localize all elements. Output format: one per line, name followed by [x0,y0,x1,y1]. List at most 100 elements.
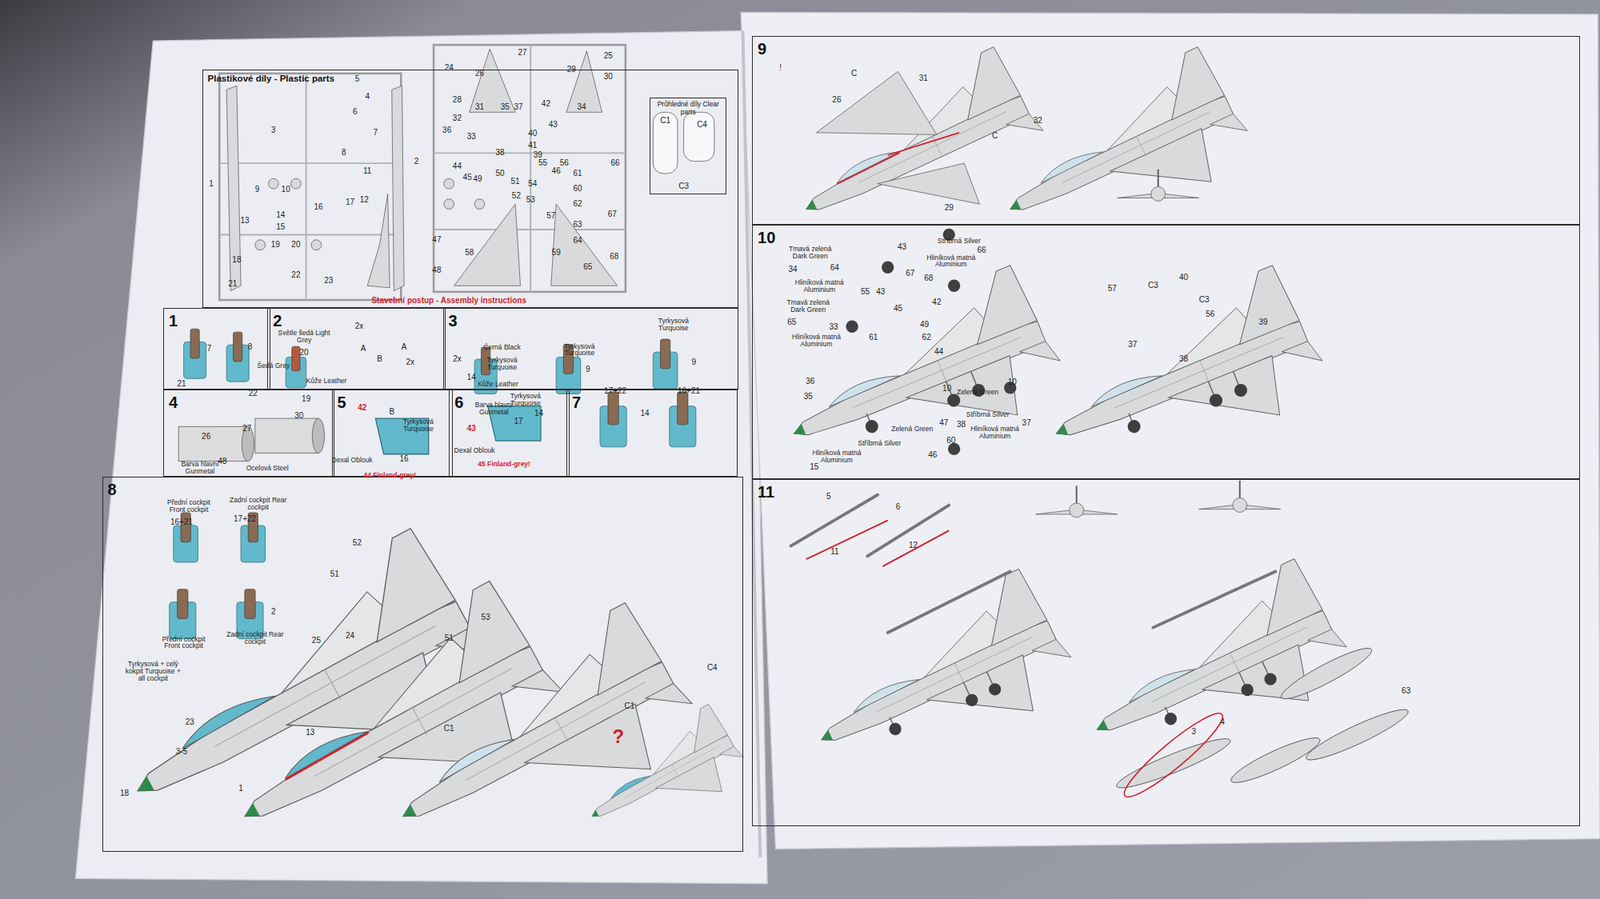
wheel [948,443,960,456]
callout-number: 33 [467,132,476,142]
paint-note: Stříbrná Silver [937,237,981,245]
paint-note: Přední cockpit Front cockpit [155,636,213,651]
callout-number: 32 [1033,116,1043,125]
clear-part [652,112,678,174]
stabilizer [1006,111,1044,144]
callout-number: 67 [608,210,617,220]
sprue-runner [433,228,626,231]
wheel-part [474,199,485,210]
callout-number: C3 [678,182,689,192]
glue-line [882,530,949,567]
intake-tube [255,418,319,453]
callout-number: 36 [805,377,815,387]
seat [652,339,678,389]
callout-number: 13 [240,216,250,225]
fuselage [815,619,1057,750]
tail-fin [337,525,456,642]
canopy [1036,145,1104,184]
callout-number: 43 [548,120,558,129]
wheel [1239,681,1256,698]
front-fin [1157,169,1160,188]
canopy [434,732,516,783]
glue-line [806,520,888,560]
gear-leg [1208,381,1214,396]
stabilizer [1210,111,1248,144]
wheel [845,320,858,333]
callout-number: 4 [364,92,370,102]
callout-number: 7 [373,128,379,138]
callout-number: 3-5 [176,748,188,757]
callout-number: C3 [1199,296,1210,305]
left-page [75,30,768,884]
callout-number: 13 [305,728,315,738]
wing [1110,128,1224,220]
aircraft [363,597,710,883]
paint-note: Tmavá zelená Dark Green [781,245,840,260]
callout-number: 63 [1401,686,1411,696]
callout-number: 1 [208,179,214,188]
callout-number: 64 [572,236,582,246]
callout-number: 65 [583,263,592,272]
canopy [832,145,900,184]
callout-number: 58 [464,248,474,258]
front-fuselage [1069,503,1084,518]
tail-fin [424,578,530,683]
paint-note: Zelená Green [891,424,933,432]
callout-number: 53 [481,612,491,622]
callout-number: 30 [604,72,613,81]
ejection-seat [233,332,243,362]
paint-note: Ocelová Steel [246,464,289,472]
paint-note: Tyrkysová Turquoise [644,317,703,332]
fuselage [236,644,544,828]
paint-note: Světle šedá Light Grey [275,329,333,344]
callout-number: 31 [919,74,928,84]
step-number: 10 [752,225,1580,250]
nose-cone [804,200,818,214]
callout-number: B [388,408,395,417]
panel-line [871,628,1039,724]
gear-leg [986,672,993,685]
wing-part [454,204,521,286]
panel-line [621,740,724,804]
callout-number: 43 [467,424,476,433]
callout-number: 17+22 [233,515,256,524]
paint-note: Hliníková matná Aluminium [790,279,848,294]
callout-number: 20 [291,240,300,250]
callout-number: 10 [942,384,952,394]
callout-number: 60 [946,436,956,446]
wing [1168,356,1294,452]
callout-number: C [851,69,857,79]
callout-number: 22 [291,271,300,280]
callout-number: 68 [609,252,619,262]
paint-note: Dexal Oblouk [332,456,373,464]
ejection-seat [177,589,188,620]
callout-number: 32 [452,114,462,124]
callout-number: 9 [255,185,260,195]
wing-part [551,204,618,286]
gear-leg [1239,672,1246,686]
paint-note: Tyrkysová Turquoise [496,392,555,408]
callout-number: 29 [944,204,954,213]
callout-number: 52 [352,538,362,548]
nose-cone [1008,200,1022,214]
seat [169,589,196,640]
callout-number: 14 [534,408,544,418]
highlight-line [836,152,900,184]
callout-number: 57 [1108,284,1117,294]
canopy [1125,663,1196,703]
intake-tube [178,426,248,461]
callout-number: 61 [572,169,582,179]
sprue-frame [433,44,626,292]
callout-number: 12 [360,196,369,205]
callout-number: ? [612,726,625,747]
aircraft [571,701,754,852]
callout-number: 62 [922,333,932,343]
front-view [1036,485,1118,518]
callout-number: 16 [313,203,323,212]
canopy [849,672,920,712]
callout-number: A [401,342,408,352]
callout-number: 2x [452,355,462,364]
step-panel: 1 [163,308,271,390]
gear-leg [866,413,870,422]
